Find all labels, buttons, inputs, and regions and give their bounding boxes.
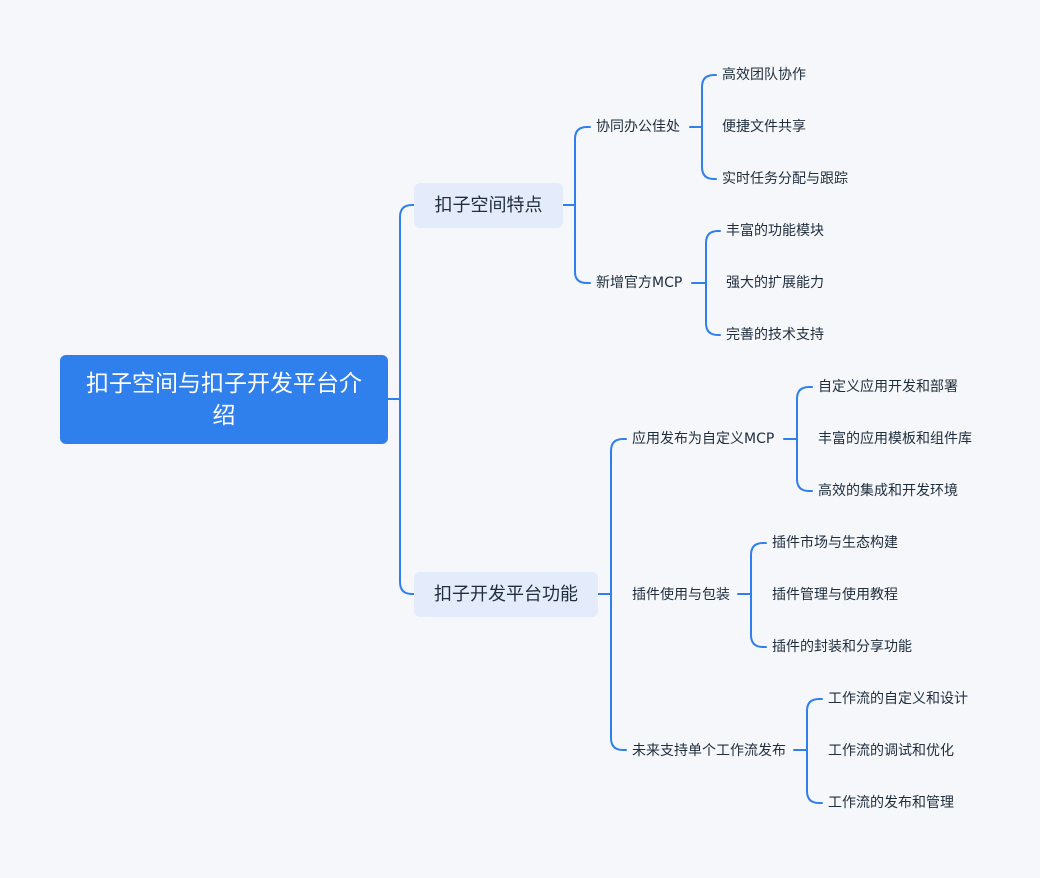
subtopic-label: 未来支持单个工作流发布 — [632, 743, 786, 759]
leaf-label: 强大的扩展能力 — [726, 275, 824, 291]
leaf-label: 高效团队协作 — [722, 67, 806, 83]
leaf-topic[interactable]: 工作流的自定义和设计 — [828, 688, 968, 710]
subtopic-label: 插件使用与包装 — [632, 587, 730, 603]
subtopic-label: 新增官方MCP — [596, 275, 683, 291]
leaf-label: 实时任务分配与跟踪 — [722, 171, 848, 187]
leaf-label: 工作流的发布和管理 — [828, 795, 954, 811]
subtopic-workflow-publish[interactable]: 未来支持单个工作流发布 — [632, 740, 786, 762]
leaf-label: 工作流的调试和优化 — [828, 743, 954, 759]
leaf-topic[interactable]: 插件市场与生态构建 — [772, 532, 898, 554]
leaf-label: 插件市场与生态构建 — [772, 535, 898, 551]
leaf-topic[interactable]: 丰富的应用模板和组件库 — [818, 428, 972, 450]
root-topic[interactable]: 扣子空间与扣子开发平台介绍 — [60, 355, 388, 444]
branch-kouzi-dev-platform-functions[interactable]: 扣子开发平台功能 — [414, 572, 598, 617]
leaf-topic[interactable]: 高效团队协作 — [722, 64, 806, 86]
subtopic-label: 应用发布为自定义MCP — [632, 431, 775, 447]
leaf-topic[interactable]: 丰富的功能模块 — [726, 220, 824, 242]
leaf-topic[interactable]: 强大的扩展能力 — [726, 272, 824, 294]
leaf-topic[interactable]: 完善的技术支持 — [726, 324, 824, 346]
branch-label: 扣子开发平台功能 — [434, 584, 578, 605]
leaf-topic[interactable]: 插件的封装和分享功能 — [772, 636, 912, 658]
subtopic-official-mcp[interactable]: 新增官方MCP — [596, 272, 682, 294]
leaf-label: 工作流的自定义和设计 — [828, 691, 968, 707]
subtopic-label: 协同办公佳处 — [596, 119, 680, 135]
leaf-label: 插件的封装和分享功能 — [772, 639, 912, 655]
leaf-label: 插件管理与使用教程 — [772, 587, 898, 603]
subtopic-collaboration[interactable]: 协同办公佳处 — [596, 116, 680, 138]
leaf-topic[interactable]: 实时任务分配与跟踪 — [722, 168, 848, 190]
leaf-topic[interactable]: 工作流的发布和管理 — [828, 792, 954, 814]
leaf-topic[interactable]: 工作流的调试和优化 — [828, 740, 954, 762]
leaf-label: 自定义应用开发和部署 — [818, 379, 958, 395]
branch-label: 扣子空间特点 — [434, 195, 543, 216]
leaf-topic[interactable]: 便捷文件共享 — [722, 116, 806, 138]
leaf-label: 便捷文件共享 — [722, 119, 806, 135]
leaf-label: 完善的技术支持 — [726, 327, 824, 343]
subtopic-plugin-usage[interactable]: 插件使用与包装 — [632, 584, 730, 606]
leaf-label: 高效的集成和开发环境 — [818, 483, 958, 499]
root-topic-label: 扣子空间与扣子开发平台介绍 — [86, 370, 362, 429]
leaf-topic[interactable]: 高效的集成和开发环境 — [818, 480, 958, 502]
branch-kouzi-space-features[interactable]: 扣子空间特点 — [414, 183, 563, 228]
subtopic-app-publish-mcp[interactable]: 应用发布为自定义MCP — [632, 428, 774, 450]
leaf-topic[interactable]: 插件管理与使用教程 — [772, 584, 898, 606]
leaf-label: 丰富的应用模板和组件库 — [818, 431, 972, 447]
leaf-label: 丰富的功能模块 — [726, 223, 824, 239]
leaf-topic[interactable]: 自定义应用开发和部署 — [818, 376, 958, 398]
